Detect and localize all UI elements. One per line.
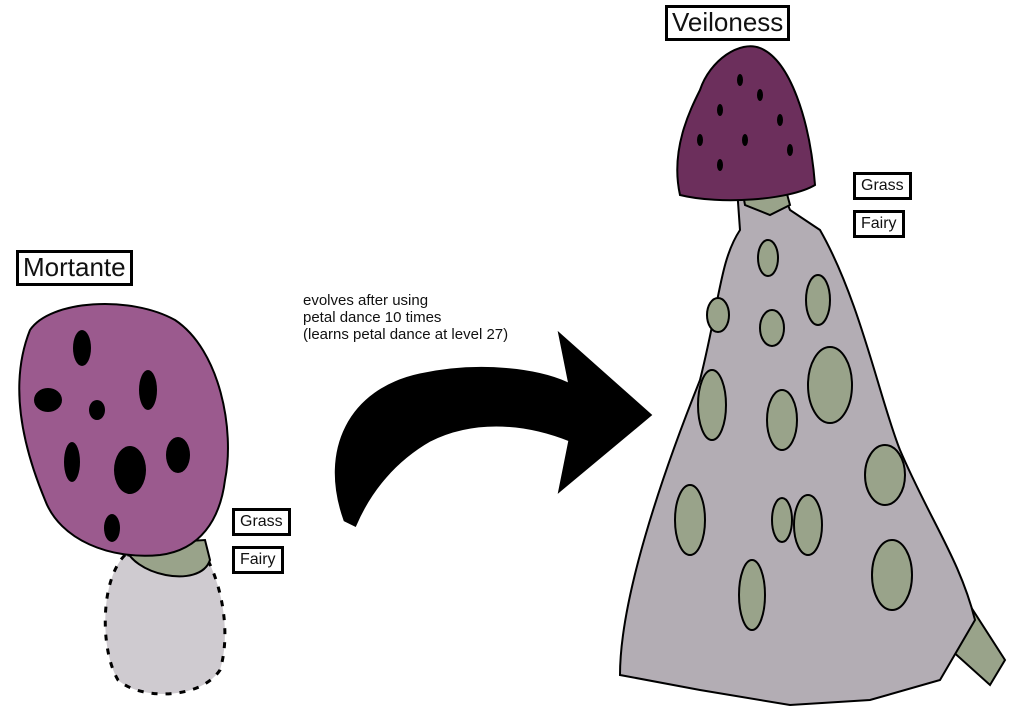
note-line: (learns petal dance at level 27): [303, 326, 509, 343]
note-line: petal dance 10 times: [303, 309, 442, 326]
veiloness-name-label: Veiloness: [665, 5, 791, 41]
veiloness-figure: [618, 45, 1007, 707]
mortante-type-grass: Grass: [232, 508, 291, 537]
mortante-type-fairy: Fairy: [232, 546, 284, 575]
note-line: evolves after using: [303, 292, 429, 309]
veiloness-type-grass: Grass: [853, 172, 912, 201]
mortante-figure: [18, 303, 229, 696]
evolution-arrow: [334, 330, 653, 528]
mortante-name-label: Mortante: [16, 250, 133, 286]
veiloness-type-fairy: Fairy: [853, 210, 905, 239]
